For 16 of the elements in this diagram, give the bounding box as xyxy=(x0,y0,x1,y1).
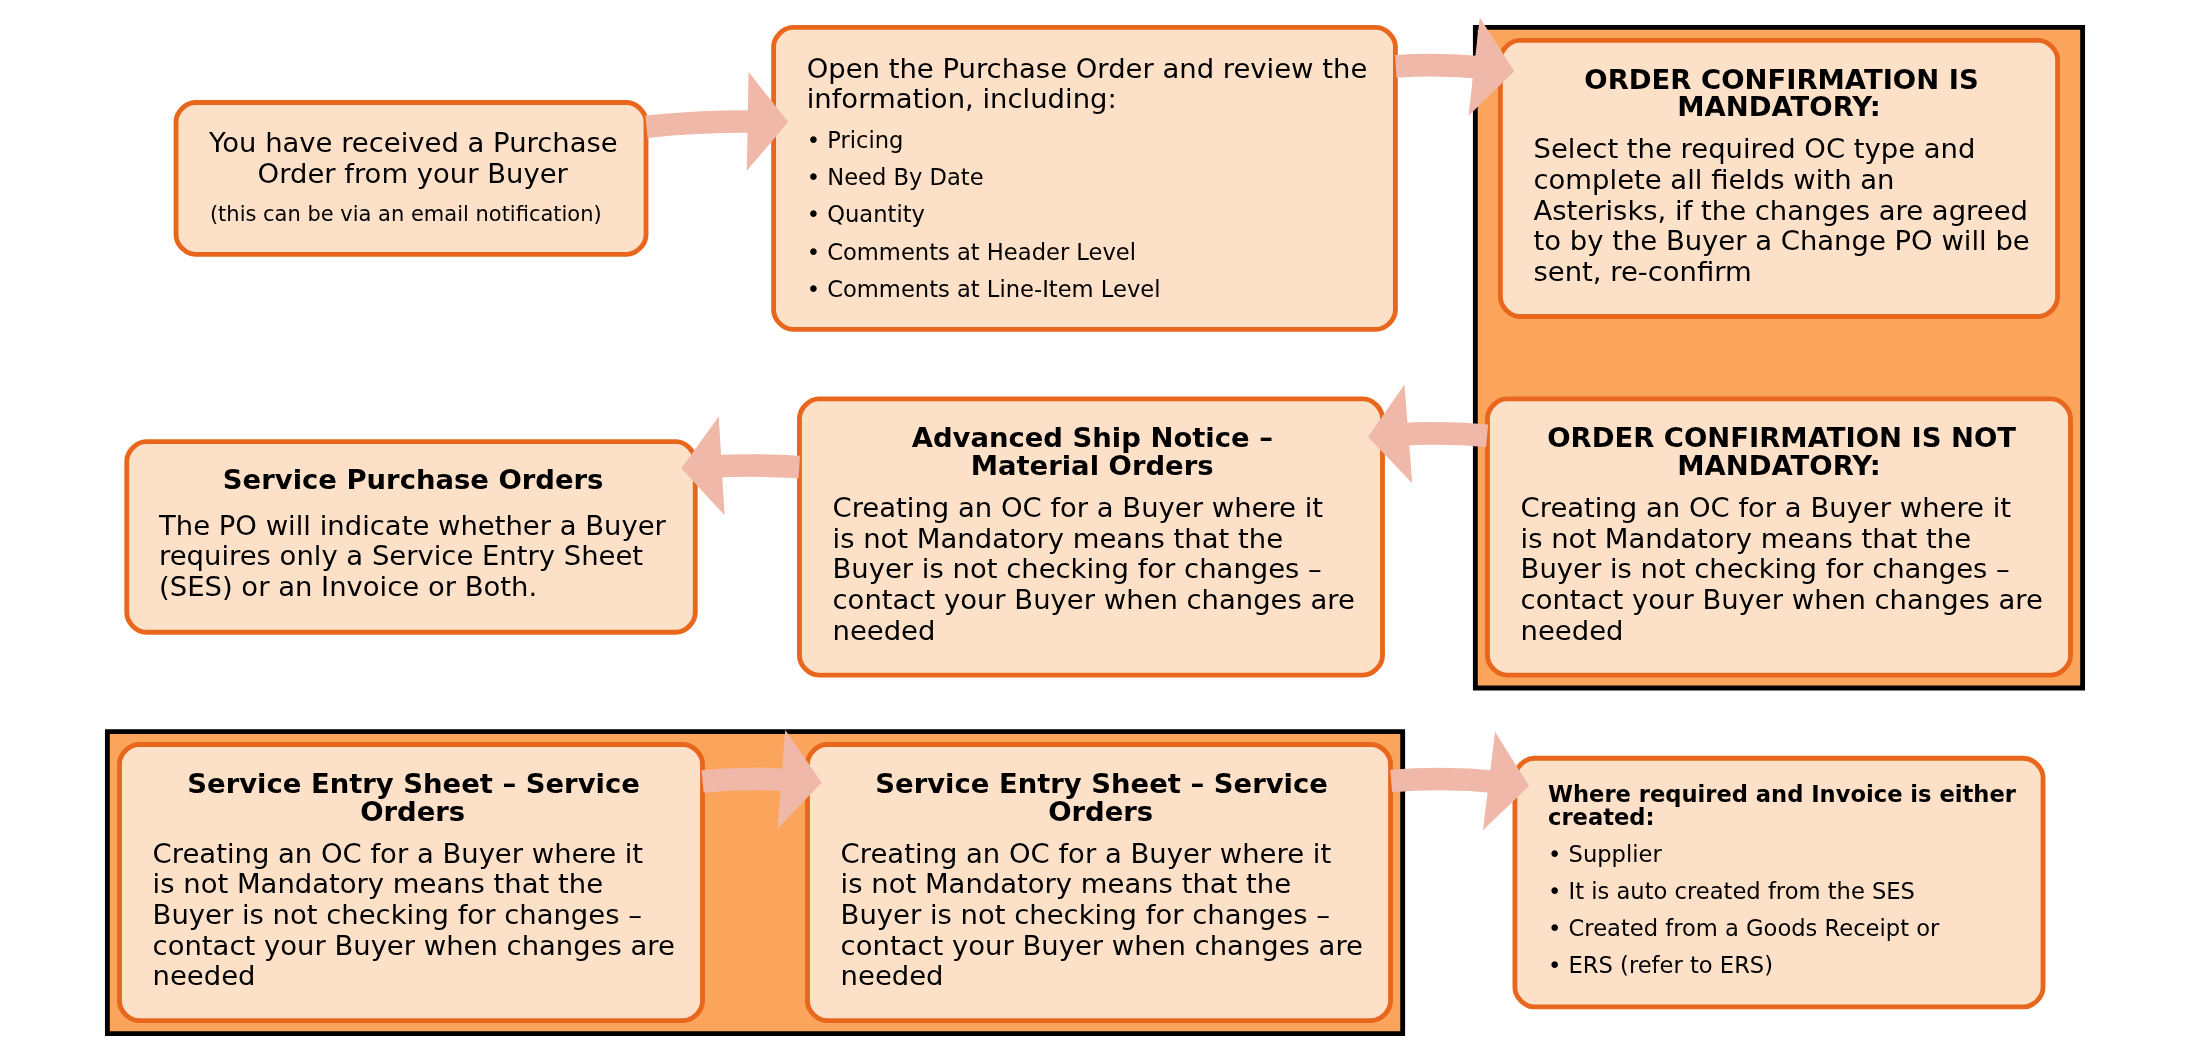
arrow xyxy=(1390,731,1530,831)
node-box: Where required and Invoice is either created: • Supplier • It is auto created from the SES • Created from a Goods Receipt or • ERS (refer to ERS) xyxy=(1512,755,2046,1010)
arrow xyxy=(1395,17,1515,116)
node-box: Advanced Ship Notice – Material Orders Creating an OC for a Buyer where it is not Mandatory means that the Buyer is not checking for changes – contact your Buyer when changes are needed xyxy=(797,396,1385,678)
node-box: Service Entry Sheet – Service Orders Creating an OC for a Buyer where it is not Mandatory means that the Buyer is not checking for changes – contact your Buyer when changes are needed xyxy=(805,742,1393,1024)
arrow xyxy=(681,416,800,516)
arrow xyxy=(645,71,789,171)
arrow xyxy=(1368,384,1489,484)
node-box: Service Purchase Orders The PO will indicate whether a Buyer requires only a Service Entry Sheet (SES) or an Invoice or Both. xyxy=(124,439,698,635)
node-box: You have received a Purchase Order from your Buyer (this can be via an email notification) xyxy=(173,100,649,257)
node-box: Service Entry Sheet – Service Orders Creating an OC for a Buyer where it is not Mandatory means that the Buyer is not checking for changes – contact your Buyer when changes are needed xyxy=(117,742,705,1024)
node-box: ORDER CONFIRMATION IS MANDATORY: Select the required OC type and complete all fields with an Asterisks, if the changes are agreed to by the Buyer a Change PO will be sent, re-confirm xyxy=(1497,37,2060,319)
cluster xyxy=(1472,24,2086,691)
node-box: Open the Purchase Order and review the information, including: • Pricing • Need By Date • Quantity • Comments at Header Level • Comments at Line-Item Level xyxy=(771,24,1398,332)
node-box: ORDER CONFIRMATION IS NOT MANDATORY: Creating an OC for a Buyer where it is not Mandatory means that the Buyer is not checking for changes – contact your Buyer when changes are needed xyxy=(1485,396,2073,678)
arrow xyxy=(701,729,822,829)
